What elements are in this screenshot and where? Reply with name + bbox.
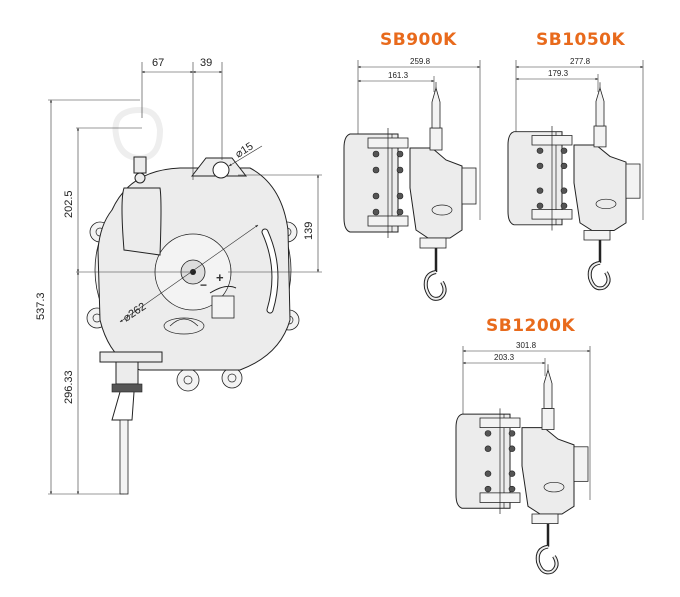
model-sb1050k: SB1050K 277.8 179.3 (506, 30, 644, 291)
top-hook (112, 107, 164, 184)
sb900k-width-total: 259.8 (410, 57, 431, 66)
hole-bracket (190, 157, 248, 179)
dim-hole-diameter: ⌀15 (233, 140, 255, 160)
dim-39: 39 (200, 57, 212, 69)
dim-296-33: 296.33 (63, 370, 75, 404)
main-front-view: + − (35, 57, 322, 495)
model-sb1200k: SB1200K 301.8 203.3 (454, 316, 591, 575)
dimension-lines (48, 62, 322, 495)
sb1200k-width-total: 301.8 (516, 341, 537, 350)
plus-sign: + (216, 270, 224, 285)
sb900k-width-partial: 161.3 (388, 71, 409, 80)
dim-139: 139 (303, 222, 315, 240)
dim-67: 67 (152, 57, 164, 69)
sb1050k-width-total: 277.8 (570, 57, 591, 66)
model-sb900k: SB900K 259.8 161.3 (342, 30, 481, 301)
model-title-sb1050k: SB1050K (536, 30, 626, 50)
model-title-sb900k: SB900K (380, 30, 457, 50)
dim-202-5: 202.5 (63, 190, 75, 218)
minus-sign: − (200, 278, 207, 292)
sb1050k-width-partial: 179.3 (548, 69, 569, 78)
dim-537-3: 537.3 (35, 292, 47, 320)
sb1200k-width-partial: 203.3 (494, 353, 515, 362)
model-title-sb1200k: SB1200K (486, 316, 576, 336)
